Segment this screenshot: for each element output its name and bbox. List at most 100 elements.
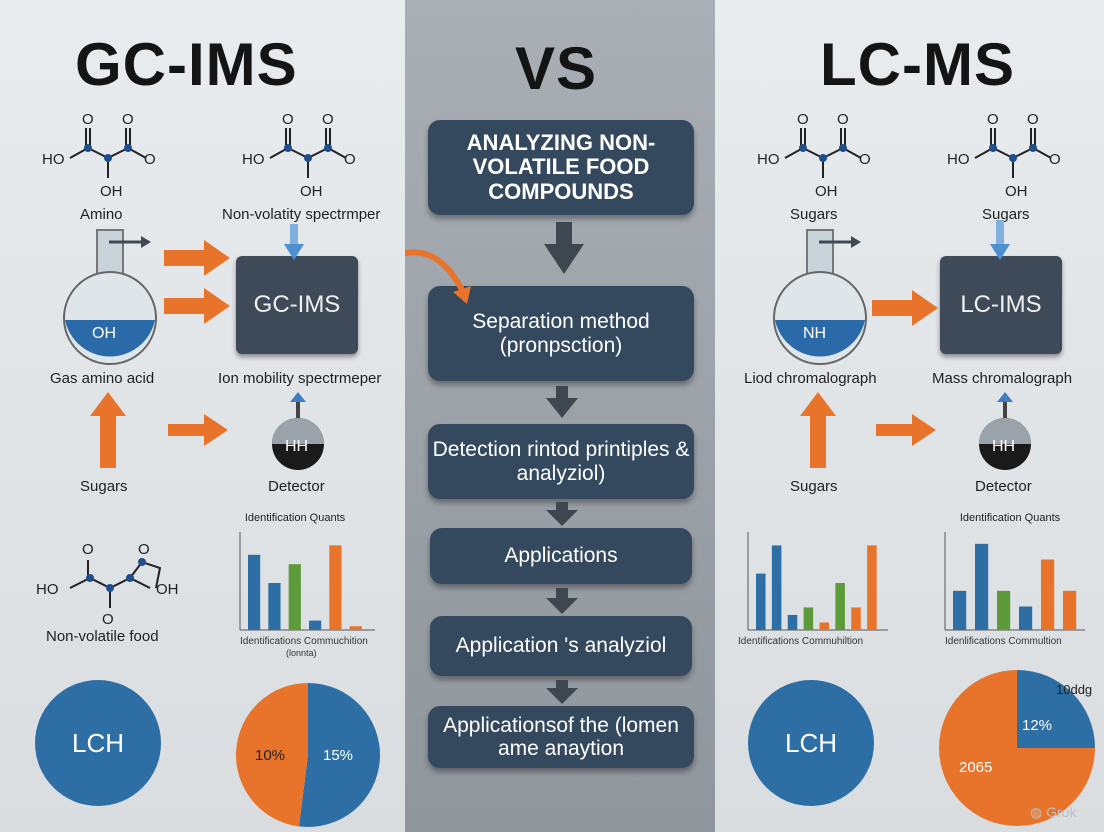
left-title: GC-IMS bbox=[75, 31, 298, 98]
chart-bar bbox=[803, 607, 814, 630]
svg-text:O: O bbox=[138, 541, 150, 558]
down-arrow-icon bbox=[546, 588, 578, 614]
right-bar-chart-1: Identifications Commuhiltion bbox=[738, 532, 888, 647]
chart-bar bbox=[288, 564, 301, 630]
pie-label: 2065 bbox=[959, 759, 992, 776]
chart-bar bbox=[329, 545, 342, 630]
down-arrow-icon bbox=[990, 220, 1010, 260]
svg-text:O: O bbox=[1027, 111, 1039, 128]
left-machine-label: Ion mobility spectrmeper bbox=[218, 370, 382, 387]
right-machine-label: Mass chromalograph bbox=[932, 370, 1073, 387]
chart-bar bbox=[268, 583, 281, 630]
right-pie-chart: 12% 2065 bbox=[939, 670, 1095, 826]
chart-bar bbox=[787, 614, 798, 630]
svg-text:OH: OH bbox=[300, 183, 323, 200]
pie-slice bbox=[939, 670, 1095, 826]
flow-step-5: Application 's analyziol bbox=[430, 616, 692, 676]
right-flask-text: NH bbox=[803, 325, 827, 342]
down-arrow-icon bbox=[284, 224, 304, 260]
svg-text:O: O bbox=[1049, 151, 1061, 168]
detector-icon bbox=[979, 392, 1031, 470]
chart-bar bbox=[975, 543, 989, 630]
pie-side-label: 10ddg bbox=[1056, 682, 1093, 697]
left-bar-chart: Identification Quants Identifications Co… bbox=[239, 512, 375, 658]
chart-bar bbox=[771, 545, 782, 630]
right-arrow-icon bbox=[872, 290, 938, 326]
svg-text:OH: OH bbox=[100, 183, 123, 200]
flow-step-2: Separation method (pronpsction) bbox=[428, 286, 694, 381]
svg-text:HO: HO bbox=[242, 151, 265, 168]
chart-bar bbox=[835, 583, 845, 630]
chart-bar bbox=[851, 607, 861, 630]
left-flask-text: OH bbox=[92, 325, 116, 342]
svg-text:O: O bbox=[797, 111, 809, 128]
right-arrow-icon bbox=[876, 414, 936, 446]
detector-icon bbox=[272, 392, 324, 470]
svg-text:HO: HO bbox=[757, 151, 780, 168]
left-flask-label: Gas amino acid bbox=[50, 370, 155, 387]
left-pie-chart: 10% 15% bbox=[235, 683, 380, 827]
svg-text:O: O bbox=[344, 151, 356, 168]
chart-bar bbox=[349, 626, 362, 630]
pie-label: 15% bbox=[323, 747, 353, 764]
svg-text:O: O bbox=[837, 111, 849, 128]
svg-text:OH: OH bbox=[1005, 183, 1028, 200]
center-title: VS bbox=[515, 35, 598, 102]
svg-text:O: O bbox=[322, 111, 334, 128]
flow-arrows bbox=[405, 222, 584, 704]
right-arrow-icon bbox=[164, 288, 230, 324]
down-arrow-icon bbox=[546, 502, 578, 526]
watermark: ◍ Grok bbox=[1030, 804, 1077, 820]
chart-bar bbox=[819, 622, 830, 630]
pie-slice bbox=[1017, 670, 1095, 748]
chart-xlabel: Identifications Commuhiltion bbox=[738, 636, 863, 647]
chart-bar bbox=[1019, 606, 1033, 630]
curved-arrow-icon bbox=[405, 249, 468, 298]
right-arrow-icon bbox=[168, 414, 228, 446]
molecule-icon: HO O O O OH bbox=[242, 111, 356, 200]
molecule-icon: HO O O O OH bbox=[757, 111, 871, 200]
svg-text:HO: HO bbox=[36, 581, 59, 598]
chart-xlabel: Idenlifications Commultion bbox=[945, 636, 1062, 647]
left-sugars-label: Sugars bbox=[80, 478, 128, 495]
right-detector-text: HH bbox=[992, 438, 1016, 455]
orange-arrows bbox=[164, 240, 230, 446]
molecule-icon: HO O O OH O bbox=[36, 541, 179, 628]
molecule-icon: HO O O O OH bbox=[42, 111, 156, 200]
right-lch-circle: LCH bbox=[748, 680, 874, 806]
left-mol2-label: Non-volatity spectrmper bbox=[222, 206, 381, 223]
svg-text:O: O bbox=[144, 151, 156, 168]
right-bar-chart-2: Identification Quants Idenlifications Co… bbox=[944, 512, 1085, 647]
svg-text:OH: OH bbox=[815, 183, 838, 200]
svg-text:O: O bbox=[282, 111, 294, 128]
right-sugars-label: Sugars bbox=[790, 478, 838, 495]
svg-text:O: O bbox=[82, 111, 94, 128]
right-machine: LC-IMS bbox=[940, 256, 1062, 354]
right-arrow-icon bbox=[164, 240, 230, 276]
chart-xlabel: Identifications Commuchition bbox=[240, 636, 368, 647]
down-arrow-icon bbox=[544, 222, 584, 274]
right-detector-label: Detector bbox=[975, 478, 1032, 495]
svg-text:O: O bbox=[122, 111, 134, 128]
svg-text:O: O bbox=[82, 541, 94, 558]
pie-slice bbox=[235, 683, 308, 827]
svg-text:O: O bbox=[987, 111, 999, 128]
orange-arrows bbox=[872, 290, 938, 446]
chart-bar bbox=[248, 554, 261, 630]
grok-logo-icon: ◍ bbox=[1030, 804, 1043, 820]
right-title: LC-MS bbox=[820, 31, 1015, 98]
pie-label: 10% bbox=[255, 747, 285, 764]
right-mol2-label: Sugars bbox=[982, 206, 1030, 223]
chart-bar bbox=[953, 590, 967, 630]
chart-bar bbox=[1063, 590, 1077, 630]
up-arrow-icon bbox=[800, 392, 836, 468]
chart-bar bbox=[997, 590, 1011, 630]
chart-bar bbox=[867, 545, 877, 630]
chart-bar bbox=[309, 620, 322, 630]
svg-text:HO: HO bbox=[947, 151, 970, 168]
flow-step-6: Applicationsof the (lomen ame anaytion bbox=[428, 706, 694, 768]
pie-slice bbox=[298, 683, 380, 827]
left-machine: GC-IMS bbox=[236, 256, 358, 354]
flask-icon bbox=[63, 229, 157, 365]
left-mol1-label: Amino bbox=[80, 206, 123, 223]
